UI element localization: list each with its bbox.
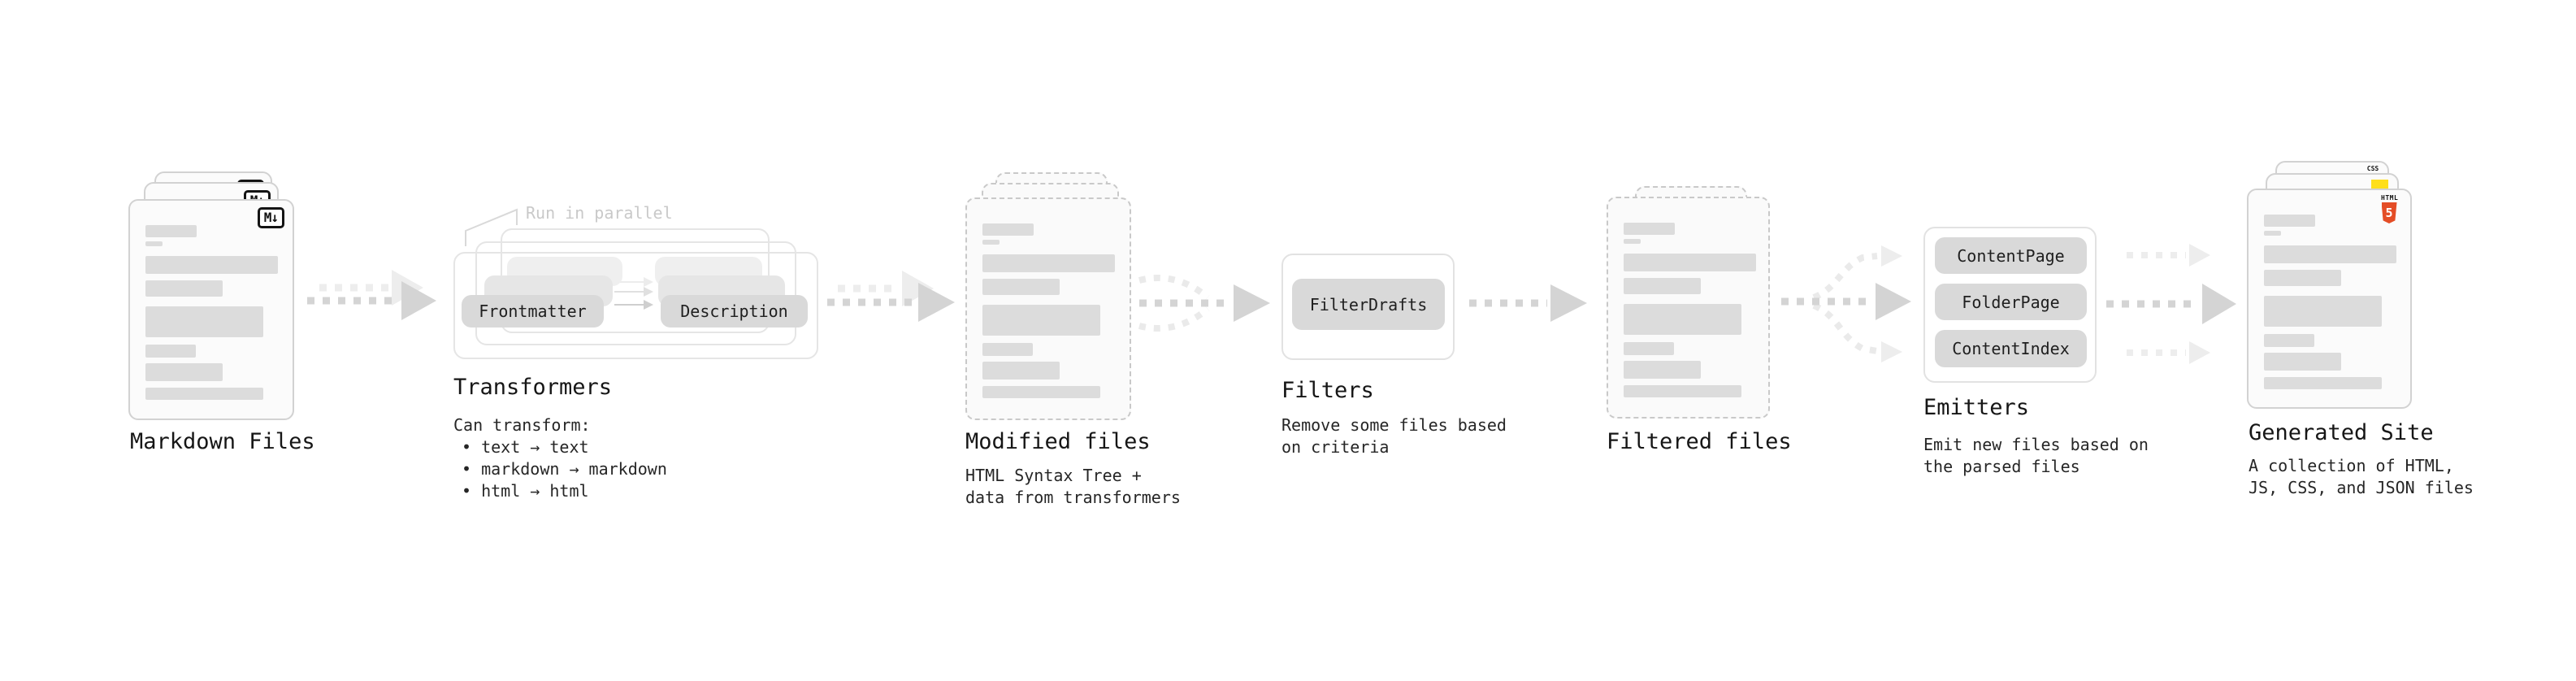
html5-shield: 5 [2381,202,2397,223]
css-badge-label: CSS [2366,165,2379,172]
text-line-placeholder [2264,334,2314,347]
emitters-subtitle: Emit new files based on the parsed files [1923,434,2149,478]
generated-site-title: Generated Site [2249,420,2434,445]
transformers-caption: Can transform: • text → text • markdown … [453,414,667,502]
arrow-markdown-to-transformers [307,270,436,320]
filtered-files-title: Filtered files [1607,429,1792,454]
bullet-line: • markdown → markdown [462,459,667,479]
html5-badge-label: HTML [2381,194,2399,202]
text-line-placeholder [1624,239,1641,244]
text-line-placeholder [982,279,1060,295]
text-line-placeholder [2264,353,2341,371]
modified-files-title: Modified files [965,429,1151,454]
text-line-placeholder [145,306,263,337]
text-line-placeholder [145,225,197,237]
run-in-parallel-connector-line [465,208,518,246]
arrow-filters-to-filtered [1469,284,1587,322]
generated-site-subtitle: A collection of HTML, JS, CSS, and JSON … [2249,455,2474,499]
subtitle-line: Emit new files based on [1923,435,2149,454]
text-line-placeholder [145,256,278,274]
bullet-line: • html → html [462,481,589,501]
arrow-transformers-to-modified [827,271,955,322]
text-line-placeholder [982,343,1033,356]
text-line-placeholder [982,386,1100,398]
frontmatter-pill: Frontmatter [462,295,604,327]
markdown-icon: M↓ [257,207,284,228]
text-line-placeholder [1624,278,1701,294]
subtitle-line: the parsed files [1923,457,2080,476]
subtitle-line: HTML Syntax Tree + [965,466,1142,485]
filters-title: Filters [1281,378,1374,403]
transformer-group-front [453,252,818,359]
text-line-placeholder [1624,361,1701,379]
text-line-placeholder [145,345,196,358]
text-line-placeholder [2264,270,2341,286]
text-line-placeholder [1624,342,1674,355]
text-line-placeholder [145,388,263,400]
document-text-placeholder [967,199,1130,419]
filters-subtitle: Remove some files based on criteria [1281,414,1507,458]
document-text-placeholder [130,201,293,419]
text-line-placeholder [2264,377,2382,389]
text-line-placeholder [982,223,1034,236]
text-line-placeholder [982,362,1060,380]
subtitle-line: data from transformers [965,488,1181,507]
subtitle-line: Remove some files based [1281,415,1507,435]
run-in-parallel-annotation: Run in parallel [526,203,673,223]
subtitle-line: on criteria [1281,437,1390,457]
text-line-placeholder [982,240,1000,245]
text-line-placeholder [1624,223,1675,235]
markdown-files-title: Markdown Files [130,429,315,454]
subtitle-line: A collection of HTML, [2249,456,2454,475]
text-line-placeholder [145,241,163,246]
contentindex-pill: ContentIndex [1935,330,2087,367]
html5-number: 5 [2385,206,2393,220]
filterdrafts-pill: FilterDrafts [1292,279,1445,330]
modified-files-subtitle: HTML Syntax Tree + data from transformer… [965,465,1181,509]
document-text-placeholder [1608,198,1768,417]
caption-line: Can transform: [453,415,591,435]
text-line-placeholder [145,363,223,381]
modified-document-front [965,197,1131,420]
subtitle-line: JS, CSS, and JSON files [2249,478,2474,497]
transformers-title: Transformers [453,375,613,400]
js-file-icon [2371,180,2388,190]
description-pill: Description [661,295,808,327]
text-line-placeholder [145,280,223,297]
text-line-placeholder [982,305,1100,336]
document-text-placeholder [2249,190,2410,407]
emitters-title: Emitters [1923,395,2030,420]
folderpage-pill: FolderPage [1935,284,2087,320]
text-line-placeholder [1624,385,1741,397]
text-line-placeholder [2264,296,2382,327]
markdown-document-front: M↓ [128,199,294,420]
transformer-group-middle [475,241,796,345]
text-line-placeholder [2264,245,2396,263]
generated-document-front: HTML 5 [2247,189,2412,409]
filtered-document-front [1607,197,1770,419]
arrow-filtered-to-emitters-diverge [1781,245,1911,362]
bullet-line: • text → text [462,437,589,457]
html5-icon: HTML 5 [2381,194,2399,223]
text-line-placeholder [1624,254,1756,271]
arrow-modified-to-filters-converge [1138,275,1270,332]
text-line-placeholder [2264,215,2315,227]
arrow-emitters-to-generated [2106,244,2236,364]
text-line-placeholder [982,254,1115,272]
text-line-placeholder [2264,231,2281,236]
contentpage-pill: ContentPage [1935,237,2087,274]
text-line-placeholder [1624,304,1741,335]
